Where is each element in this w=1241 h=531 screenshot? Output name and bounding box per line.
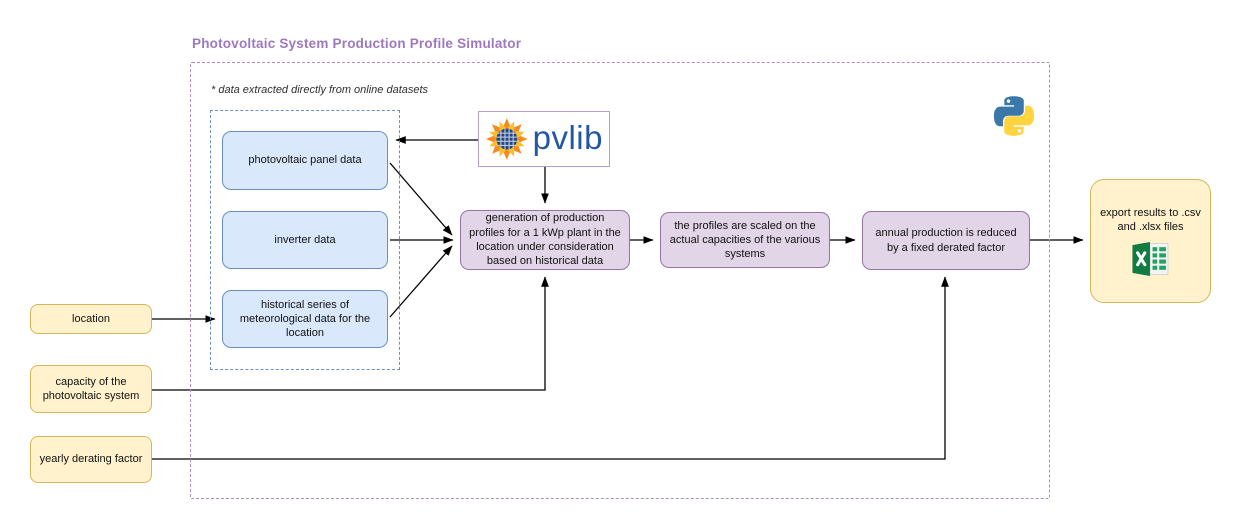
python-logo-icon xyxy=(993,96,1035,136)
node-generate-profiles: generation of production profiles for a … xyxy=(460,210,630,270)
node-label: location xyxy=(72,312,110,325)
node-label: the profiles are scaled on the actual ca… xyxy=(669,219,821,261)
node-inverter-data: inverter data xyxy=(222,211,388,269)
node-label: inverter data xyxy=(274,233,336,246)
page-title: Photovoltaic System Production Profile S… xyxy=(192,36,522,51)
node-derate-production: annual production is reduced by a fixed … xyxy=(862,211,1030,270)
node-input-capacity: capacity of the photovoltaic system xyxy=(30,365,152,413)
node-label: annual production is reduced by a fixed … xyxy=(875,227,1017,254)
node-label: generation of production profiles for a … xyxy=(469,212,621,268)
node-label: export results to .csv and .xlsx files xyxy=(1100,206,1201,233)
node-label: yearly derating factor xyxy=(39,453,143,466)
node-photovoltaic-panel-data: photovoltaic panel data xyxy=(222,131,388,190)
online-datasets-frame xyxy=(210,110,400,370)
node-scale-profiles: the profiles are scaled on the actual ca… xyxy=(660,212,830,268)
node-input-derating-factor: yearly derating factor xyxy=(30,436,152,483)
node-label: photovoltaic panel data xyxy=(248,154,362,167)
pvlib-logo: pvlib xyxy=(478,111,610,167)
pvlib-wordmark: pvlib xyxy=(532,118,603,156)
node-input-location: location xyxy=(30,304,152,334)
datasets-note: * data extracted directly from online da… xyxy=(211,84,429,96)
node-export-results: export results to .csv and .xlsx files xyxy=(1090,179,1211,303)
node-label: historical series of meteorological data… xyxy=(239,298,371,340)
node-label: capacity of the photovoltaic system xyxy=(42,375,140,402)
simulator-boundary-frame xyxy=(190,62,1050,499)
excel-logo-icon xyxy=(1131,242,1171,277)
sun-solar-panel-icon xyxy=(485,118,528,160)
node-historical-meteo-data: historical series of meteorological data… xyxy=(222,290,388,348)
